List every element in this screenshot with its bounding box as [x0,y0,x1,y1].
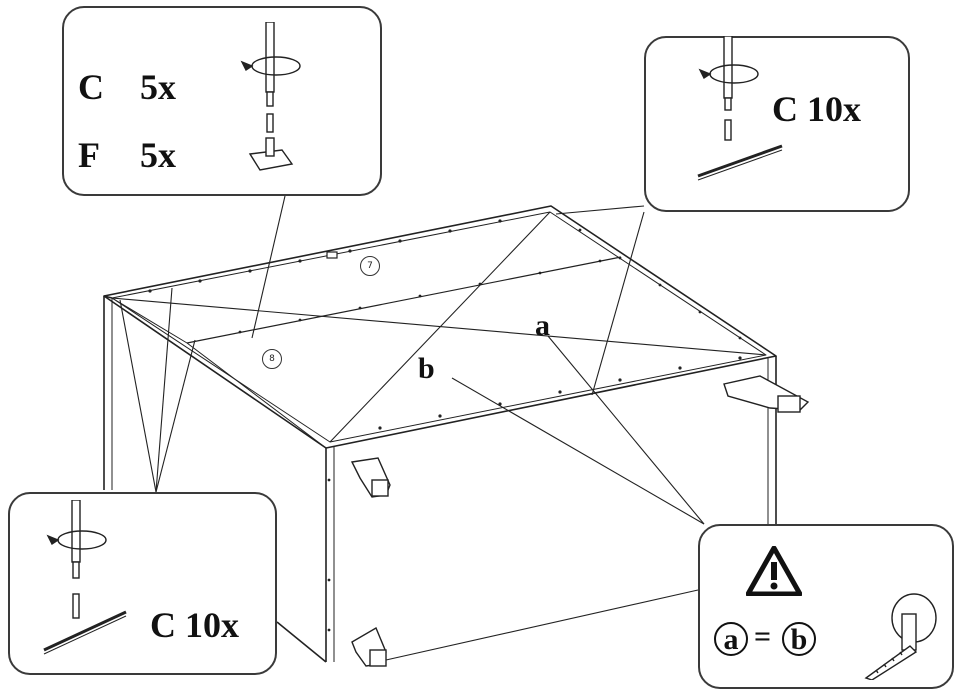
diagonal-label-b: b [418,352,435,385]
warning-icon [746,546,802,596]
equation-left: a [714,622,748,656]
screwdriver-icon [43,500,127,655]
equation-right: b [782,622,816,656]
diagonal-b [329,211,551,443]
callout-top-right: C 10x [644,36,910,212]
equation-op: = [754,620,772,653]
bracket-screw-icon [248,137,294,171]
part-letter-c: C [78,67,104,107]
screwdriver-icon [697,36,783,181]
part-letter-f: F [78,135,100,175]
panel-seam [186,256,622,344]
part-qty-f: 5x [140,135,176,175]
panel-number-7: 7 [360,256,380,276]
tape-measure-icon [864,593,937,680]
part-qty-c: 5x [140,67,176,107]
callout-bottom-right: a = b [698,524,954,689]
part-qty-bottom-left: C 10x [150,605,239,645]
diagonal-a [111,297,767,356]
bracket-front-top [350,457,391,498]
callout-top-left: C 5x F 5x [62,6,382,196]
bracket-front-bottom [351,626,387,667]
part-qty-top-right: C 10x [772,89,861,129]
screwdriver-icon [240,22,301,171]
panel-number-8: 8 [262,349,282,369]
callout-bottom-left: C 10x [8,492,277,675]
diagonal-label-a: a [535,309,550,342]
bracket-right [723,375,810,413]
